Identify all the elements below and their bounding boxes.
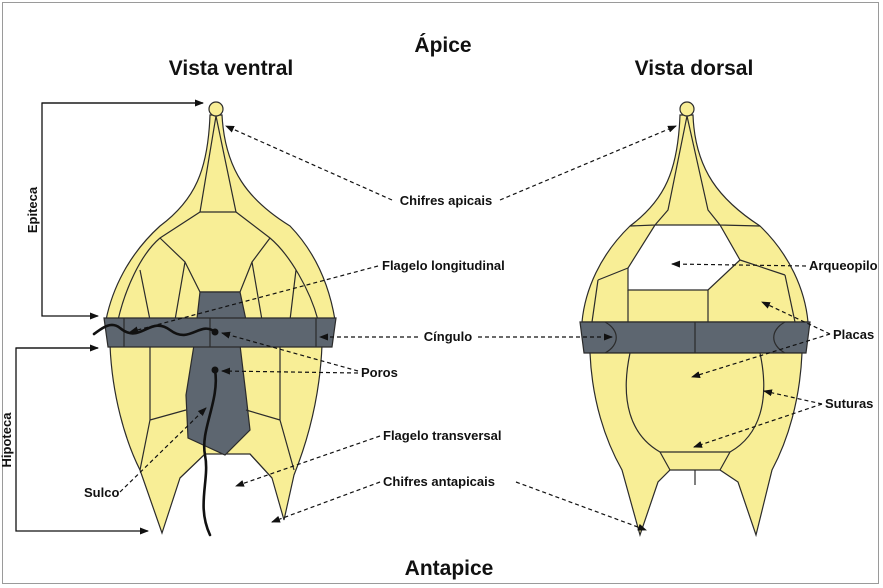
label-sulcus: Sulco <box>84 485 119 500</box>
label-longitudinal-flagellum: Flagelo longitudinal <box>382 258 505 273</box>
label-cingulum: Cíngulo <box>424 329 472 344</box>
title-antapex: Antapice <box>405 557 494 580</box>
label-plates: Placas <box>833 327 874 342</box>
ventral-epitheca <box>106 115 335 320</box>
ventral-apical-pore <box>209 102 223 116</box>
dorsal-apical-pore <box>680 102 694 116</box>
label-antapical-horns: Chifres antapicais <box>383 474 495 489</box>
dorsal-view-cell <box>580 102 810 535</box>
label-transverse-flagellum: Flagelo transversal <box>383 428 502 443</box>
pore-dot-2 <box>212 367 219 374</box>
label-sutures: Suturas <box>825 396 873 411</box>
label-hypotheca: Hipoteca <box>0 412 14 468</box>
ventral-view-cell <box>94 102 336 535</box>
pore-dot-1 <box>212 329 219 336</box>
dorsal-epitheca <box>582 115 808 322</box>
label-apical-horns: Chifres apicais <box>400 193 493 208</box>
label-epitheca: Epiteca <box>25 186 40 233</box>
label-archeopyle: Arqueopilo <box>809 258 878 273</box>
title-apex: Ápice <box>414 34 471 57</box>
dorsal-hypotheca <box>590 353 802 535</box>
label-pores: Poros <box>361 365 398 380</box>
title-ventral-view: Vista ventral <box>169 57 294 80</box>
title-dorsal-view: Vista dorsal <box>635 57 754 80</box>
